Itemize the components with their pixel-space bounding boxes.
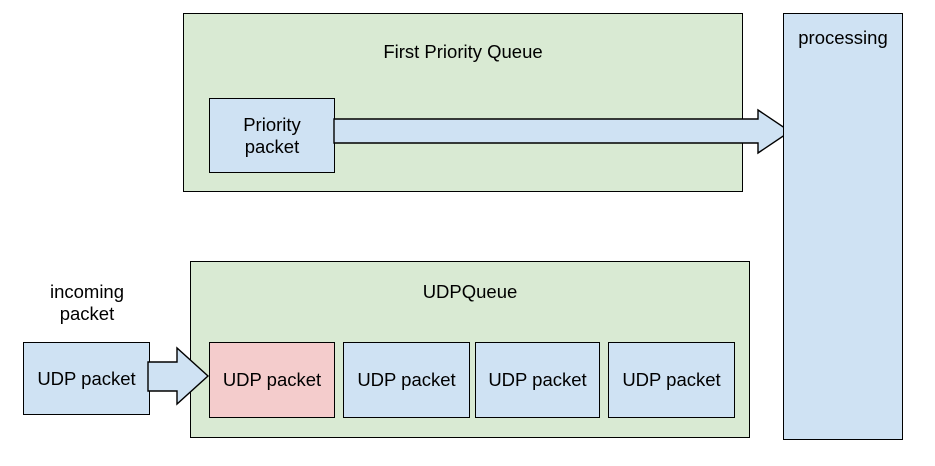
udp-packet-box-4: UDP packet [608, 342, 735, 418]
incoming-udp-packet-box: UDP packet [23, 342, 150, 415]
udp-queue-box: UDPQueue UDP packet UDP packet UDP packe… [190, 261, 750, 438]
priority-packet-label: Priority packet [243, 113, 301, 157]
incoming-flow-arrow-icon [147, 346, 210, 406]
udp-packet-box-3: UDP packet [475, 342, 600, 418]
incoming-packet-caption: incoming packet [49, 281, 125, 324]
udp-packet-label: UDP packet [222, 369, 322, 390]
processing-title: processing [798, 27, 888, 48]
priority-packet-box: Priority packet [209, 98, 335, 173]
first-priority-queue-box: First Priority Queue Priority packet [183, 13, 743, 192]
priority-flow-arrow-icon [333, 108, 792, 155]
udp-queue-title: UDPQueue [422, 281, 518, 302]
udp-packet-box-2: UDP packet [343, 342, 470, 418]
incoming-udp-packet-label: UDP packet [37, 367, 136, 389]
processing-box: processing [783, 13, 903, 440]
first-priority-queue-title: First Priority Queue [383, 41, 543, 62]
udp-packet-label: UDP packet [622, 369, 721, 390]
udp-packet-box-1: UDP packet [209, 342, 335, 418]
udp-packet-label: UDP packet [488, 369, 587, 390]
udp-packet-label: UDP packet [357, 369, 456, 390]
